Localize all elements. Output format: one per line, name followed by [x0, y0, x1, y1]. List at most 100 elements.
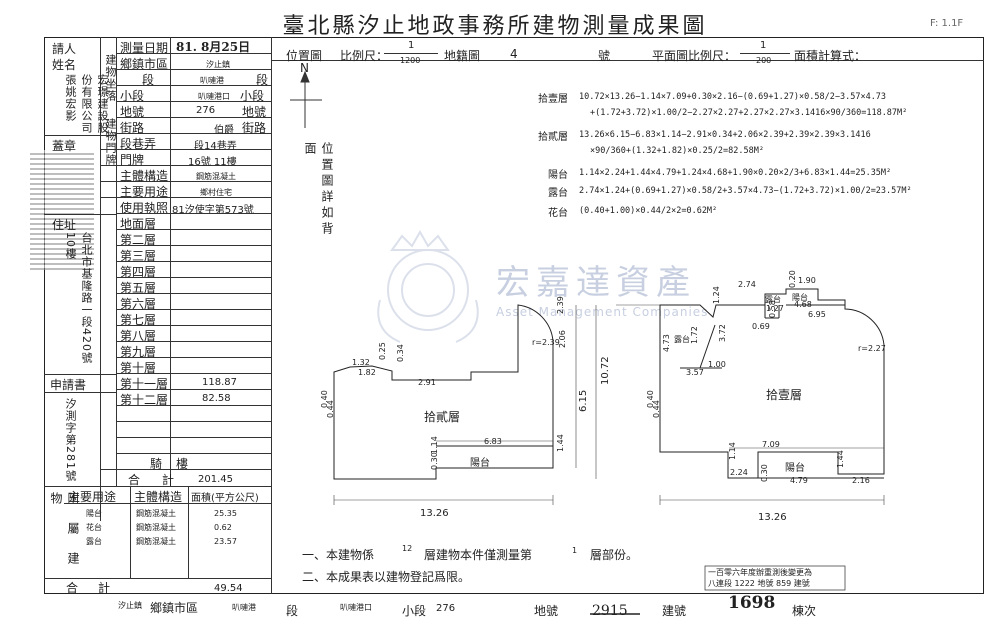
applicant-address: 台北市基隆路一段420號10樓 [64, 232, 93, 364]
note1-floor-number: 1 [572, 546, 578, 555]
lane-label: 段巷弄 [120, 137, 157, 151]
footer-building-number-label: 建號 [662, 604, 687, 618]
dimension-label: 4.68 [794, 300, 812, 309]
north-label: N [300, 61, 309, 75]
dimension-label: 1.32 [352, 358, 370, 367]
formula-line: 10.72×13.26−1.14×7.09+0.30×2.16−(0.69+1.… [579, 92, 887, 102]
formula-label: 拾壹層 [538, 94, 568, 105]
attached-structure: 鋼筋混凝土 [136, 523, 176, 532]
total-value: 201.45 [198, 474, 233, 485]
attached-building-label: 附屬建物 [49, 492, 80, 582]
dimension-label: 1.90 [798, 276, 816, 285]
dimension-label: 1.44 [556, 434, 565, 452]
stamp-line-2: 八連段 1222 地號 859 建號 [708, 579, 810, 588]
district-value: 汐止鎮 [206, 60, 230, 69]
dimension-label: 7.09 [762, 440, 780, 449]
stamp-line-1: 一百零六年度辦重測後變更為 [708, 568, 812, 577]
floor11-terrace-label: 露台 [674, 335, 690, 344]
building-number-label: 建物門牌 [104, 118, 117, 166]
attached-use: 露台 [86, 537, 102, 546]
floor12-plan-outline [333, 304, 554, 480]
lot-label: 地號 [242, 105, 267, 119]
floor-label: 第十一層 [120, 377, 169, 391]
floor-label: 第二層 [120, 233, 157, 247]
use-label: 主要用途 [120, 185, 169, 199]
dimension-label: 6.15 [578, 389, 589, 412]
attached-header-use: 主要用途 [68, 490, 117, 504]
survey-date-label: 測量日期 [120, 41, 169, 55]
permit-label: 使用執照 [120, 201, 169, 215]
dimension-label: 13.26 [420, 508, 449, 519]
scale-denominator: 1200 [400, 56, 421, 65]
north-arrow-icon [290, 70, 322, 128]
street-label-left: 街路 [120, 121, 145, 135]
subsection-label: 小段 [240, 89, 265, 103]
floor-row-divider [116, 309, 271, 310]
cadastral-map-number: 4 [510, 47, 518, 61]
renumber-stamp-box [704, 565, 846, 591]
attached-use: 陽台 [86, 509, 102, 518]
note1-suffix: 層部份。 [590, 548, 639, 562]
formula-line-continued: +(1.72+3.72)×1.00/2−2.27×2.27+2.27×2.27×… [590, 108, 908, 118]
subsection-value: 叭嗹港口 [198, 92, 230, 101]
floor-row-divider [116, 261, 271, 262]
dimension-label: r=2.27 [858, 344, 886, 353]
scale-label: 比例尺： [340, 49, 389, 63]
attached-structure: 鋼筋混凝土 [136, 537, 176, 546]
plan-scale-denominator: 200 [756, 56, 772, 65]
floor12-balcony-label: 陽台 [470, 458, 490, 469]
floor-label: 第六層 [120, 297, 157, 311]
attached-use: 花台 [86, 523, 102, 532]
dimension-label: 13.26 [758, 512, 787, 523]
dimension-label: 3.57 [686, 368, 704, 377]
dimension-label: 1.44 [836, 450, 845, 468]
floor-label: 第七層 [120, 313, 157, 327]
dimension-label: 2.74 [738, 280, 756, 289]
plan-scale-numerator: 1 [760, 40, 767, 51]
dimension-label: 0.44 [326, 400, 335, 418]
footer-lot: 276 [436, 603, 456, 614]
application-label: 申請書 [50, 378, 87, 392]
floor-label: 第三層 [120, 249, 157, 263]
floor-row-divider [116, 293, 271, 294]
floor-label: 地面層 [120, 217, 157, 231]
floor11-room-label: 拾壹層 [766, 388, 803, 402]
dimension-label: 2.39 [556, 296, 565, 314]
formula-line: 1.14×2.24+1.44×4.79+1.24×4.68+1.90×0.20×… [579, 168, 892, 178]
formula-label: 陽台 [548, 170, 568, 181]
floor-label: 第八層 [120, 329, 157, 343]
area-calculation-label: 面積計算式： [794, 49, 867, 63]
attached-header-area: 面積(平方公尺) [191, 493, 259, 504]
floor-label: 第四層 [120, 265, 157, 279]
formula-line-continued: ×90/360+(1.32+1.82)×0.25/2=82.58M² [590, 146, 764, 156]
footer-section-label: 段 [286, 604, 299, 618]
formula-label: 拾貳層 [538, 132, 568, 143]
floor11-balcony-label: 陽台 [785, 463, 805, 474]
floor-row-divider [116, 229, 271, 230]
floor-row-divider [116, 325, 271, 326]
attached-structure: 鋼筋混凝土 [136, 509, 176, 518]
dimension-label: 6.83 [484, 437, 502, 446]
lane-value: 段14巷弄 [194, 141, 237, 152]
dimension-label: 0.30 [760, 464, 769, 482]
permit-value: 81汐使字第573號 [172, 205, 254, 216]
floor-row-divider [116, 277, 271, 278]
dimension-label: 2.91 [418, 378, 436, 387]
document-title: 臺北縣汐止地政事務所建物測量成果圖 [282, 14, 708, 39]
house-number-value: 16號 11樓 [188, 157, 237, 168]
dimension-label: 3.72 [718, 324, 727, 342]
corner-note: F: 1.1F [930, 18, 964, 29]
cadastral-map-label: 地籍圖 [444, 49, 481, 63]
floor-label: 第十二層 [120, 393, 169, 407]
floor-label: 第九層 [120, 345, 157, 359]
dimension-label: 1.27 [766, 304, 784, 313]
floor11-terrace-label-top: 露台 [765, 295, 781, 304]
dimension-label: 1.72 [690, 326, 699, 344]
watermark-subtext: Asset Management Companies [496, 305, 709, 319]
footer-subsection: 叭嗹港口 [340, 603, 372, 612]
floor-row-divider [116, 341, 271, 342]
attached-area: 23.57 [214, 537, 237, 546]
footer-building-number: 1698 [728, 593, 776, 613]
footer-district: 汐止鎮 [118, 601, 142, 610]
